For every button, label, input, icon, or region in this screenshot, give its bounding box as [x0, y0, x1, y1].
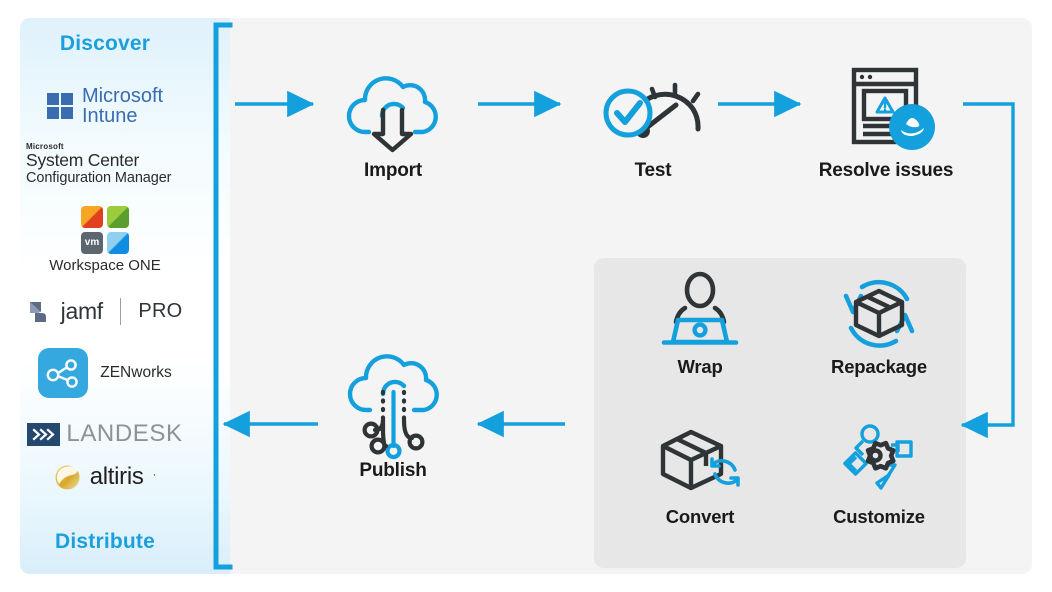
intune-line-1: Microsoft	[81, 85, 164, 107]
system-center-line: System Center	[26, 150, 140, 170]
zenworks-label: ZENworks	[100, 364, 172, 381]
tile-orange	[81, 206, 103, 228]
step-label-convert: Convert	[665, 506, 735, 527]
step-test[interactable]: Test	[573, 62, 733, 182]
workspace-one-label: Workspace ONE	[49, 257, 161, 274]
zenworks-share-icon	[38, 348, 89, 398]
intune-line-2: Intune	[81, 105, 138, 127]
tile-vmware: vm	[81, 232, 103, 254]
windows-flag-icon	[46, 93, 73, 119]
step-label-wrap: Wrap	[677, 356, 723, 377]
step-repackage[interactable]: Repackage	[799, 272, 959, 378]
step-label-import: Import	[364, 160, 422, 181]
logo-landesk: LANDESK	[0, 420, 210, 448]
step-label-test: Test	[634, 160, 672, 181]
altiris-wordmark: altiris	[89, 463, 144, 490]
altiris-registered-mark: ·	[152, 469, 157, 481]
tile-green	[107, 206, 129, 228]
sidebar-title-discover: Discover	[59, 32, 151, 55]
box-convert-icon	[620, 422, 780, 504]
landesk-wordmark: LANDESK	[66, 420, 183, 447]
step-resolve-issues[interactable]: Resolve issues	[806, 62, 966, 182]
logo-system-center-configuration-manager: Microsoft System Center Configuration Ma…	[0, 142, 236, 187]
person-laptop-icon	[620, 271, 780, 354]
step-label-resolve-issues: Resolve issues	[818, 160, 954, 181]
jamf-mark-icon	[28, 300, 53, 324]
logo-jamf-pro: jamf PRO	[0, 298, 210, 325]
logo-workspace-one: vm Workspace ONE	[0, 206, 210, 274]
jamf-pro-suffix: PRO	[138, 300, 183, 322]
microsoft-superscript: Microsoft	[26, 142, 64, 151]
step-import[interactable]: Import	[313, 62, 473, 182]
step-label-publish: Publish	[359, 460, 427, 481]
gauge-check-icon	[573, 62, 733, 158]
altiris-swirl-icon	[54, 464, 81, 491]
logo-microsoft-intune: Microsoft Intune	[0, 86, 210, 126]
tile-blue	[107, 232, 129, 254]
box-refresh-icon	[799, 272, 959, 354]
cloud-distribute-icon	[313, 354, 473, 460]
jamf-wordmark: jamf	[60, 298, 104, 324]
step-wrap[interactable]: Wrap	[620, 271, 780, 378]
gear-shapes-icon	[799, 422, 959, 504]
workspace-one-tiles-icon: vm	[81, 206, 129, 254]
configuration-manager-line: Configuration Manager	[26, 170, 172, 186]
jamf-divider	[119, 298, 122, 325]
step-label-repackage: Repackage	[831, 356, 927, 377]
step-convert[interactable]: Convert	[620, 422, 780, 528]
logo-zenworks: ZENworks	[0, 348, 210, 398]
logo-altiris: altiris ·	[0, 463, 210, 491]
window-warning-wrench-icon	[806, 62, 966, 158]
step-label-customize: Customize	[833, 506, 925, 527]
step-customize[interactable]: Customize	[799, 422, 959, 528]
sidebar-bracket	[212, 22, 238, 570]
step-publish[interactable]: Publish	[313, 354, 473, 482]
cloud-download-icon	[313, 62, 473, 158]
landesk-chevrons-icon	[27, 422, 61, 446]
sidebar-title-distribute: Distribute	[54, 530, 155, 553]
intune-wordmark: Microsoft Intune	[82, 86, 163, 126]
